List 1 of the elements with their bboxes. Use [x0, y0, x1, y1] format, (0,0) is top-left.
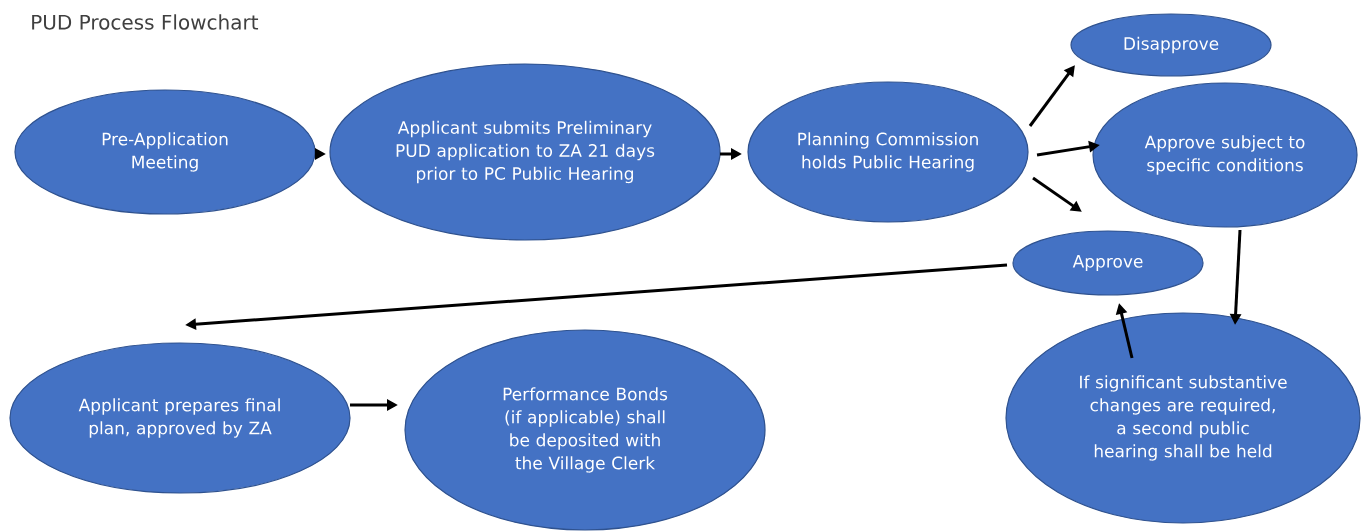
- title: PUD Process Flowchart: [32, 14, 259, 30]
